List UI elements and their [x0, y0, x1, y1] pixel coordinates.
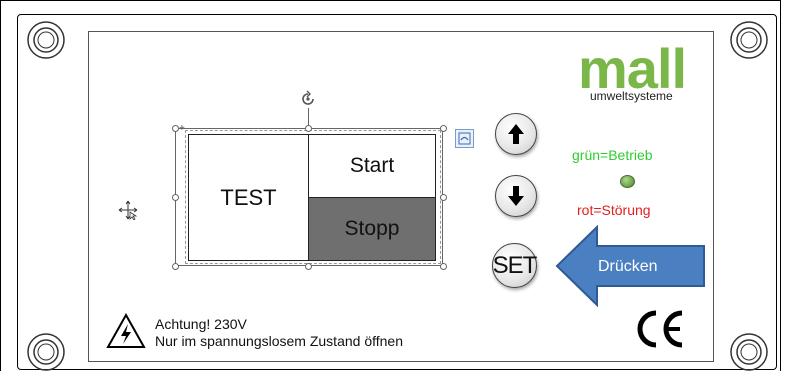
status-legend-green: grün=Betrieb	[572, 147, 653, 163]
arrow-down-icon	[508, 186, 524, 206]
status-legend-red: rot=Störung	[577, 202, 651, 218]
resize-handle-right[interactable]	[440, 194, 447, 201]
move-cursor-icon	[118, 200, 138, 220]
layout-options-icon[interactable]	[455, 129, 474, 148]
status-led	[620, 175, 635, 188]
brand-logo: mall	[578, 37, 687, 100]
display-stopp-label: Stopp	[309, 198, 435, 260]
display-right-column: Start Stopp	[309, 135, 435, 260]
warning-line-1: Achtung! 230V	[155, 316, 247, 332]
high-voltage-warning-icon	[106, 313, 146, 348]
arrow-down-button[interactable]	[495, 175, 537, 217]
anchor-icon: +	[179, 123, 185, 134]
resize-handle-bottom-left[interactable]	[172, 263, 179, 270]
brand-subtitle: umweltsysteme	[590, 89, 673, 103]
press-arrow-icon	[555, 225, 705, 307]
press-callout-label: Drücken	[598, 258, 658, 275]
rotate-handle-icon[interactable]	[299, 90, 317, 108]
screw-icon	[27, 333, 65, 371]
screw-icon	[730, 333, 768, 371]
resize-handle-top-right[interactable]	[440, 125, 447, 132]
warning-text: Achtung! 230V Nur im spannungslosem Zust…	[155, 316, 403, 350]
resize-handle-bottom[interactable]	[305, 263, 312, 270]
display-test-label: TEST	[189, 135, 309, 260]
resize-handle-bottom-right[interactable]	[440, 263, 447, 270]
resize-handle-left[interactable]	[172, 194, 179, 201]
resize-handle-top-left[interactable]	[172, 125, 179, 132]
display-panel: TEST Start Stopp	[188, 134, 436, 261]
arrow-up-icon	[508, 124, 524, 144]
set-button-label: SET	[492, 251, 538, 279]
rotate-handle-line	[308, 108, 309, 128]
arrow-up-button[interactable]	[495, 113, 537, 155]
set-button[interactable]: SET	[492, 243, 537, 288]
screw-icon	[27, 21, 65, 59]
document-frame	[0, 0, 781, 371]
screw-icon	[730, 21, 768, 59]
resize-handle-top[interactable]	[305, 125, 312, 132]
display-start-label: Start	[309, 135, 435, 198]
warning-line-2: Nur im spannungslosem Zustand öffnen	[155, 333, 403, 349]
ce-mark-icon	[637, 310, 683, 348]
